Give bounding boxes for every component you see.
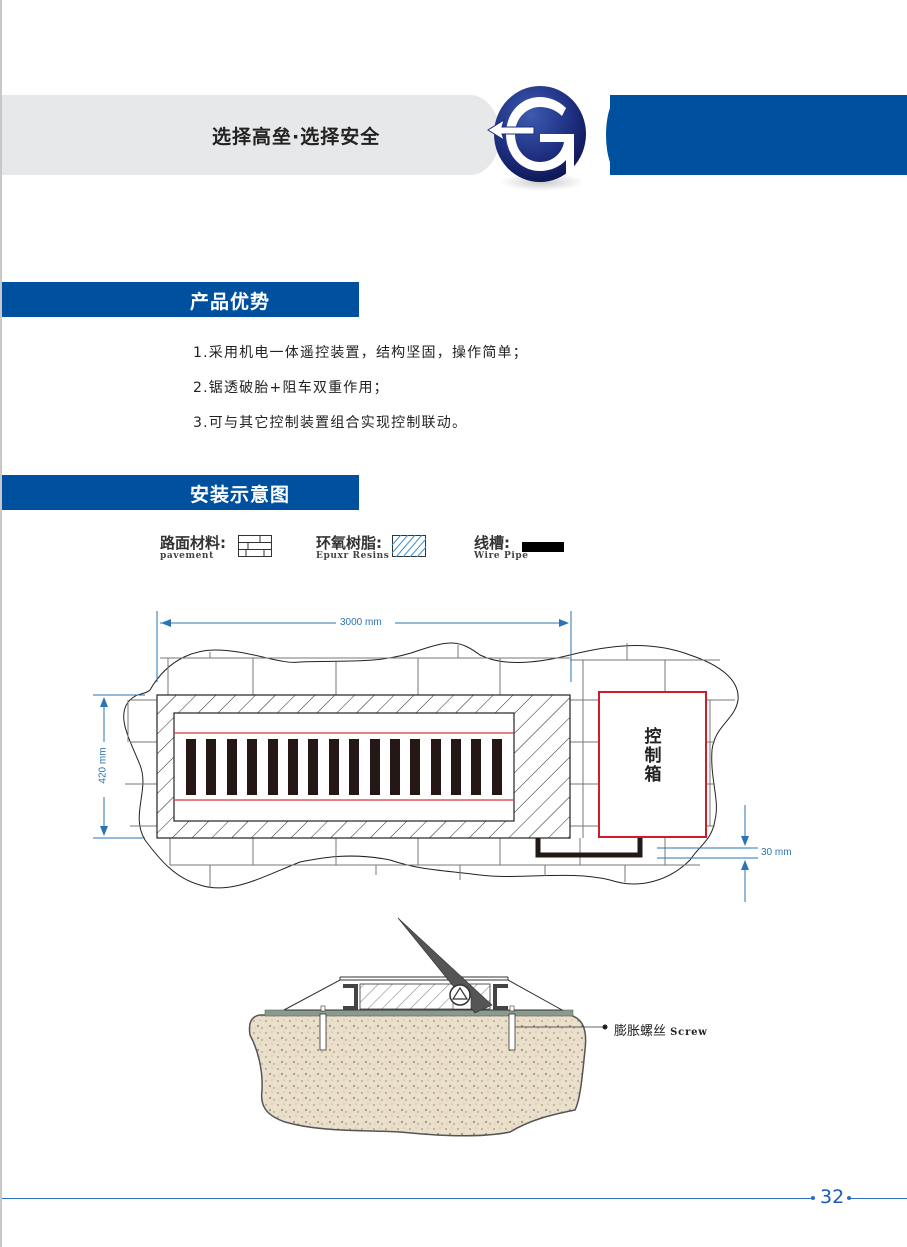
advantages-list: 1.采用机电一体遥控装置，结构坚固，操作简单； 2.锯透破胎+阻车双重作用； 3… [193,342,528,447]
footer-dot-left [811,1196,815,1200]
legend-wire-pipe-zh: 线槽: [474,534,510,552]
screw-label-en: Screw [670,1027,708,1038]
height-dimension-label: 420 mm [97,747,109,784]
legend-epoxy-en: Epuxr Resins [316,551,390,561]
page-left-rule [0,0,2,1247]
section-view-diagram [248,917,608,1137]
advantage-item-3: 3.可与其它控制装置组合实现控制联动。 [193,415,468,431]
footer-rule-left [2,1198,812,1199]
advantage-item-2: 2.锯透破胎+阻车双重作用； [193,380,389,396]
header-blue-band [610,95,907,175]
brick-pattern-icon [238,535,272,557]
header-gray-band-cap [440,95,500,175]
advantage-item-1: 1.采用机电一体遥控装置，结构坚固，操作简单； [193,345,528,361]
legend-wire-pipe-en: Wire Pipe [474,551,529,561]
gaolei-logo-icon [487,86,586,191]
header-slogan: 选择高垒·选择安全 [212,126,381,148]
gap-dimension-label: 30 mm [761,847,792,858]
plan-view-diagram [93,611,758,902]
legend-pavement-zh: 路面材料: [160,534,226,552]
width-dimension-label: 3000 mm [340,617,382,628]
control-box-label: 控 制 箱 [644,727,662,785]
section-title-advantages: 产品优势 [190,291,271,313]
footer-rule-right [850,1198,907,1199]
legend-epoxy: 环氧树脂: Epuxr Resins [316,532,426,561]
legend-epoxy-zh: 环氧树脂: [316,534,382,552]
screw-label: 膨胀螺丝 Screw [614,1020,708,1039]
blue-hatch-icon [392,535,426,557]
screw-label-zh: 膨胀螺丝 [614,1024,667,1039]
section-header-advantages: 产品优势 [2,282,359,317]
page-number: 32 [820,1186,845,1208]
section-header-installation: 安装示意图 [2,475,359,510]
header-gray-band [2,95,472,175]
black-bar-icon [522,542,564,552]
legend-pavement: 路面材料: pavement [160,532,272,561]
section-title-installation: 安装示意图 [190,484,291,506]
legend-pavement-en: pavement [160,551,214,561]
footer-dot-right [847,1196,851,1200]
legend-wire-pipe: 线槽: Wire Pipe [474,532,564,561]
